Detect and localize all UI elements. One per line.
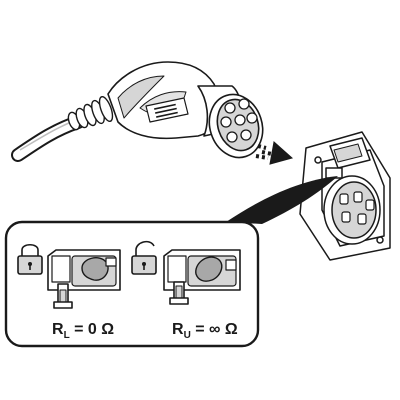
unlocked-resistance-label: RU = ∞ Ω bbox=[172, 321, 238, 341]
locked-state: RL = 0 Ω bbox=[17, 243, 121, 341]
padlock-closed-icon bbox=[17, 243, 43, 275]
locking-actuator-unlocked bbox=[163, 249, 241, 305]
callout-pointer bbox=[226, 176, 338, 224]
padlock-open-icon bbox=[131, 240, 157, 275]
plug-pin-sockets bbox=[220, 98, 258, 143]
lock-detail-panel: RL = 0 Ω bbox=[4, 220, 260, 348]
unlocked-state: RU = ∞ Ω bbox=[131, 240, 241, 341]
brand-label-text bbox=[154, 103, 178, 118]
locking-actuator-locked bbox=[47, 249, 121, 309]
charging-plug bbox=[107, 61, 264, 159]
arrow-right-icon bbox=[255, 141, 294, 165]
charging-cable bbox=[11, 95, 114, 162]
locked-resistance-label: RL = 0 Ω bbox=[52, 321, 114, 341]
vehicle-inlet-socket bbox=[299, 131, 391, 261]
